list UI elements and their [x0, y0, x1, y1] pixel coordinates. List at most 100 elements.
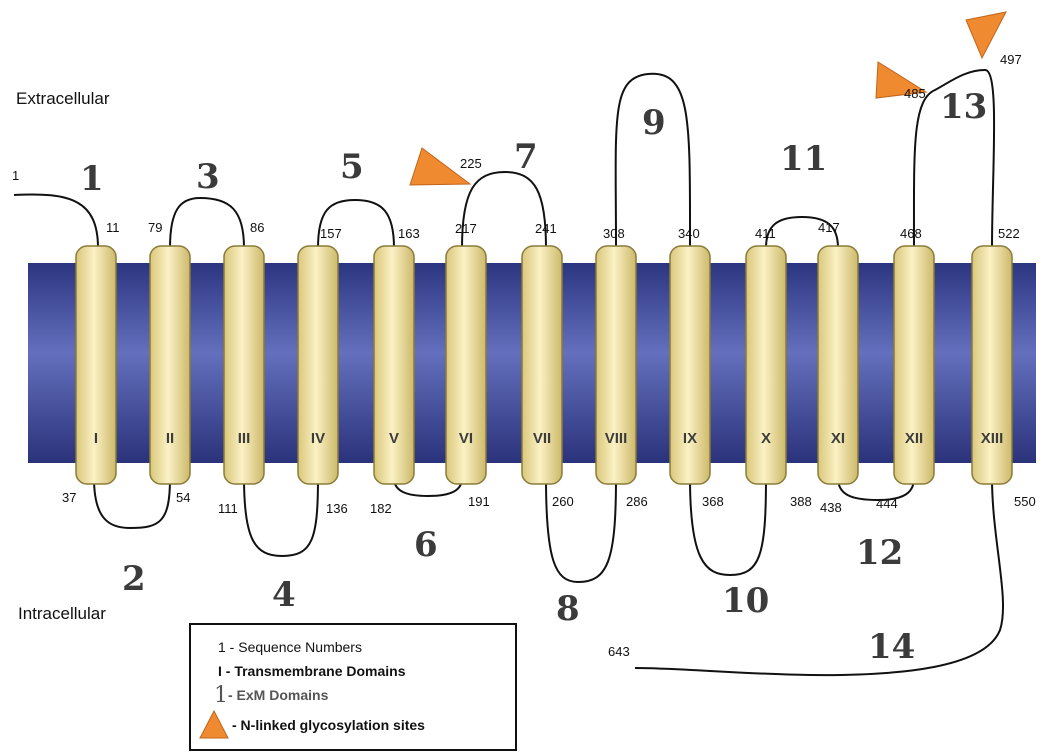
- loop-number: 2: [122, 559, 146, 599]
- glycosylation-triangle-icon: [965, 11, 1007, 60]
- loop-13-path: [912, 68, 996, 249]
- legend-glycosylation: - N-linked glycosylation sites: [232, 717, 425, 733]
- helix-XII: XII: [893, 245, 935, 485]
- legend: 1 - Sequence Numbers I - Transmembrane D…: [189, 623, 517, 751]
- seq-top: 468: [900, 226, 922, 241]
- seq-bottom: 260: [552, 494, 574, 509]
- legend-transmembrane: I - Transmembrane Domains: [218, 663, 406, 679]
- seq-glycosylation: 485: [904, 86, 926, 101]
- loop-9-path: [614, 72, 692, 249]
- legend-glycosylation-triangle-icon: [199, 709, 229, 739]
- seq-top: 157: [320, 226, 342, 241]
- seq-top: 340: [678, 226, 700, 241]
- loop-14-path: [634, 477, 1005, 677]
- seq-bottom: 286: [626, 494, 648, 509]
- seq-bottom: 111: [218, 501, 238, 516]
- helix-IV-label: IV: [311, 430, 325, 447]
- loop-number: 6: [414, 525, 438, 565]
- helix-IV: IV: [297, 245, 339, 485]
- legend-sequence-numbers: 1 - Sequence Numbers: [218, 639, 362, 655]
- helix-X-label: X: [761, 430, 771, 447]
- helix-X: X: [745, 245, 787, 485]
- helix-V-label: V: [389, 430, 399, 447]
- loop-6-path: [393, 477, 463, 498]
- seq-bottom: 37: [62, 490, 76, 505]
- helix-VII: VII: [521, 245, 563, 485]
- seq-bottom: 438: [820, 500, 842, 515]
- seq-bottom: 182: [370, 501, 392, 516]
- helix-I: I: [75, 245, 117, 485]
- legend-exm-symbol: 1: [214, 683, 228, 708]
- seq-bottom: 368: [702, 494, 724, 509]
- sequence-numbers: 1 11 79 86 157 163 217 241 308 340 411 4…: [12, 52, 1036, 659]
- seq-n-terminus: 1: [12, 168, 19, 183]
- seq-top: 11: [106, 220, 120, 235]
- glycosylation-layer: [409, 11, 1007, 186]
- helix-XI-label: XI: [831, 430, 845, 447]
- seq-top: 411: [755, 226, 776, 241]
- loops-layer: [13, 68, 1005, 677]
- helix-II-label: II: [166, 430, 174, 447]
- helix-VI-label: VI: [459, 430, 473, 447]
- legend-exm-domains: - ExM Domains: [228, 687, 329, 703]
- seq-c-terminus: 643: [608, 644, 630, 659]
- loop-numbers: 1 2 3 4 5 6 7 8 9 10 11 12 13 14: [80, 87, 987, 667]
- helix-XIII: XIII: [971, 245, 1013, 485]
- helix-VI: VI: [445, 245, 487, 485]
- loop-number: 14: [868, 627, 915, 667]
- loop-number: 13: [940, 87, 987, 127]
- loop-12-path: [837, 477, 915, 502]
- seq-top: 241: [535, 221, 557, 236]
- n-terminal-tail: [13, 193, 99, 249]
- extracellular-label: Extracellular: [16, 89, 110, 108]
- loop-4-path: [243, 477, 319, 558]
- loop-7-path: [461, 170, 547, 249]
- glycosylation-triangle-icon: [875, 61, 928, 99]
- helix-II: II: [149, 245, 191, 485]
- seq-glycosylation: 225: [460, 156, 482, 171]
- loop-5-path: [317, 198, 395, 249]
- loop-number: 4: [272, 575, 296, 615]
- loop-number: 8: [556, 589, 580, 629]
- loop-number: 7: [514, 137, 538, 177]
- seq-top: 163: [398, 226, 420, 241]
- helix-III: III: [223, 245, 265, 485]
- seq-bottom: 444: [876, 496, 898, 511]
- loop-number: 9: [642, 103, 666, 143]
- helices-layer: I II III IV V VI VII VIII: [75, 245, 1013, 485]
- helix-XIII-label: XIII: [981, 430, 1004, 447]
- intracellular-label: Intracellular: [18, 604, 106, 623]
- helix-VIII: VIII: [595, 245, 637, 485]
- seq-bottom: 191: [468, 494, 490, 509]
- loop-number: 1: [80, 159, 104, 199]
- helix-V: V: [373, 245, 415, 485]
- seq-top: 79: [148, 220, 162, 235]
- helix-XII-label: XII: [905, 430, 923, 447]
- helix-III-label: III: [238, 430, 251, 447]
- seq-top: 217: [455, 221, 477, 236]
- helix-IX-label: IX: [683, 430, 697, 447]
- seq-top: 417: [818, 220, 840, 235]
- loop-number: 11: [780, 139, 827, 179]
- loop-number: 5: [340, 147, 364, 187]
- seq-top: 522: [998, 226, 1020, 241]
- glycosylation-triangle-icon: [409, 147, 472, 186]
- seq-top: 86: [250, 220, 264, 235]
- helix-I-label: I: [94, 430, 98, 447]
- helix-XI: XI: [817, 245, 859, 485]
- seq-bottom: 136: [326, 501, 348, 516]
- seq-bottom: 54: [176, 490, 190, 505]
- helix-VII-label: VII: [533, 430, 551, 447]
- helix-VIII-label: VIII: [605, 430, 628, 447]
- loop-2-path: [93, 477, 171, 530]
- seq-top: 308: [603, 226, 625, 241]
- seq-glycosylation: 497: [1000, 52, 1022, 67]
- loop-number: 12: [856, 533, 903, 573]
- loop-8-path: [545, 477, 617, 584]
- loop-3-path: [169, 196, 245, 249]
- loop-number: 10: [722, 581, 769, 621]
- loop-10-path: [689, 477, 767, 577]
- loop-11-path: [765, 215, 839, 249]
